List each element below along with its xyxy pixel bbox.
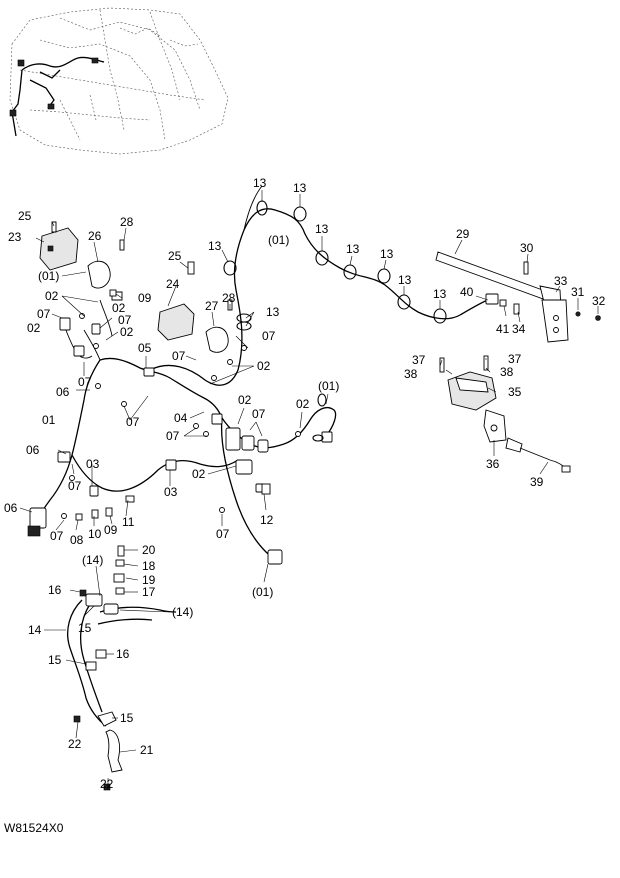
callout-07: 07 [37, 307, 51, 321]
callout-17: 17 [142, 585, 156, 599]
bracket-assembly-center [157, 261, 233, 353]
callout-13: 13 [398, 273, 412, 287]
callout-06: 06 [4, 501, 18, 515]
callout-07: 07 [68, 479, 82, 493]
callout-07: 07 [50, 529, 64, 543]
callout-09: 09 [138, 291, 152, 305]
callout-03: 03 [86, 457, 100, 471]
callout-02: 02 [257, 359, 271, 373]
callout-07: 07 [262, 329, 276, 343]
callout-26: 26 [88, 229, 102, 243]
locator-thumbnail [9, 7, 229, 155]
callout-07: 07 [126, 415, 140, 429]
callout-25: 25 [18, 209, 32, 223]
callout-13: 13 [266, 305, 280, 319]
callout-07: 07 [172, 349, 186, 363]
callout-30: 30 [520, 241, 534, 255]
callout-07: 07 [252, 407, 266, 421]
callout-41: 41 [496, 322, 510, 336]
sensor-assembly [439, 355, 571, 473]
callout-19: 19 [142, 573, 156, 587]
callout-38: 38 [404, 367, 418, 381]
battery-cable-assembly [67, 545, 177, 791]
callout-33: 33 [554, 274, 568, 288]
callout-20: 20 [142, 543, 156, 557]
callout-05: 05 [138, 341, 152, 355]
callout-29: 29 [456, 227, 470, 241]
callout-04: 04 [174, 411, 188, 425]
callout-06: 06 [26, 443, 40, 457]
callout-02: 02 [27, 321, 41, 335]
callout-23: 23 [8, 230, 22, 244]
fasteners [61, 289, 301, 521]
callout-01: (01) [268, 233, 289, 247]
leader-lines [19, 190, 599, 790]
callout-13: 13 [380, 247, 394, 261]
callout-13: 13 [315, 222, 329, 236]
callout-22: 22 [100, 777, 114, 791]
callout-13: 13 [346, 242, 360, 256]
callout-14: (14) [172, 605, 193, 619]
callout-31: 31 [571, 285, 585, 299]
callout-28: 28 [222, 291, 236, 305]
callout-39: 39 [530, 475, 544, 489]
callout-labels: 13 13 (01) 13 13 13 13 13 13 29 30 33 31… [4, 176, 606, 791]
callout-02: 02 [296, 397, 310, 411]
callout-34: 34 [512, 322, 526, 336]
callout-21: 21 [140, 743, 154, 757]
callout-13: 13 [253, 176, 267, 190]
callout-28: 28 [120, 215, 134, 229]
callout-40: 40 [460, 285, 474, 299]
callout-36: 36 [486, 457, 500, 471]
callout-02: 02 [120, 325, 134, 339]
main-harness [27, 185, 499, 565]
clamp-rings [223, 200, 447, 442]
callout-07: 07 [166, 429, 180, 443]
callout-22: 22 [68, 737, 82, 751]
callout-16: 16 [48, 583, 62, 597]
callout-08: 08 [70, 533, 84, 547]
rail-assembly [435, 251, 601, 343]
callout-01: (01) [318, 379, 339, 393]
callout-13: 13 [293, 181, 307, 195]
callout-02: 02 [192, 467, 206, 481]
callout-09: 09 [104, 523, 118, 537]
callout-37: 37 [508, 352, 522, 366]
callout-12: 12 [260, 513, 274, 527]
callout-38: 38 [500, 365, 514, 379]
callout-02: 02 [238, 393, 252, 407]
callout-07: 07 [118, 313, 132, 327]
callout-01: (01) [252, 585, 273, 599]
callout-16: 16 [116, 647, 130, 661]
bracket-assembly-left [39, 221, 125, 301]
callout-35: 35 [508, 385, 522, 399]
callout-07: 07 [78, 375, 92, 389]
callout-01: 01 [42, 413, 56, 427]
callout-15: 15 [120, 711, 134, 725]
callout-15: 15 [78, 621, 92, 635]
callout-02: 02 [112, 301, 126, 315]
callout-13: 13 [433, 287, 447, 301]
callout-15: 15 [48, 653, 62, 667]
callout-03: 03 [164, 485, 178, 499]
callout-27: 27 [205, 299, 219, 313]
callout-10: 10 [88, 527, 102, 541]
drawing-code: W81524X0 [4, 821, 64, 835]
callout-07: 07 [216, 527, 230, 541]
callout-25: 25 [168, 249, 182, 263]
callout-13: 13 [208, 239, 222, 253]
callout-32: 32 [592, 294, 606, 308]
callout-01: (01) [38, 269, 59, 283]
callout-18: 18 [142, 559, 156, 573]
callout-11: 11 [122, 515, 135, 529]
callout-02: 02 [45, 289, 59, 303]
callout-14: 14 [28, 623, 42, 637]
callout-06: 06 [56, 385, 70, 399]
callout-24: 24 [166, 277, 180, 291]
callout-37: 37 [412, 353, 426, 367]
callout-14: (14) [82, 553, 103, 567]
